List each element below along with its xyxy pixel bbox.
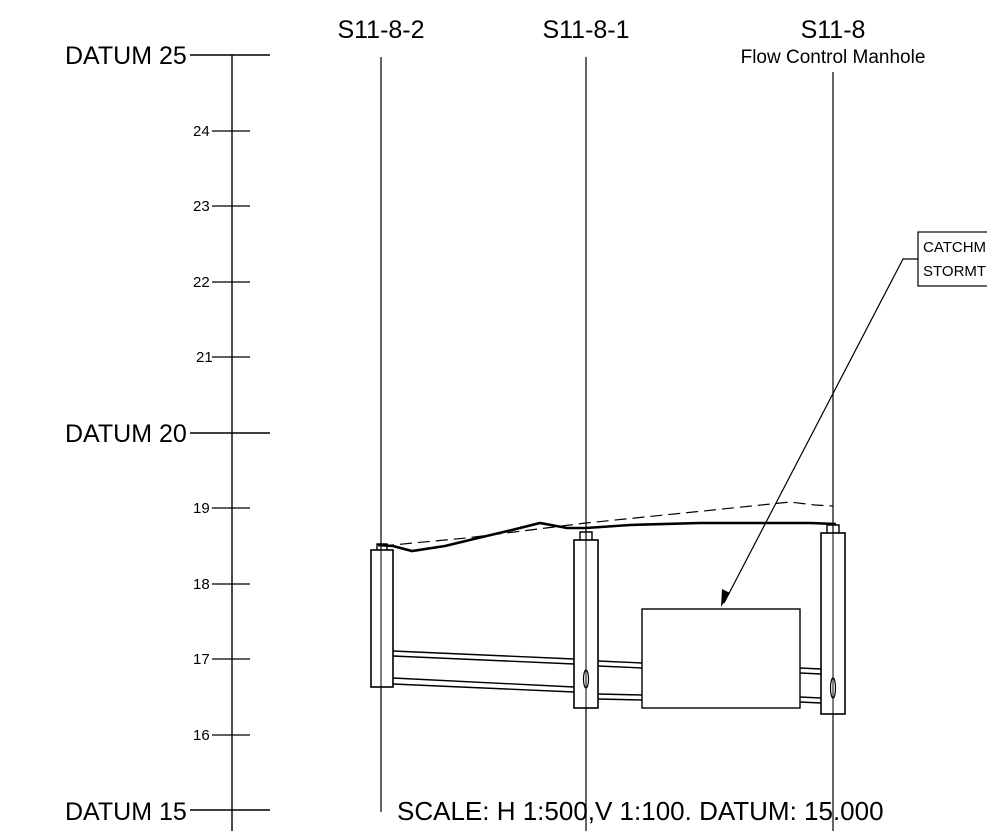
manhole-label-s11-8-2: S11-8-2 — [337, 16, 424, 44]
pipe-c-top-inner — [799, 672, 822, 675]
finished-ground-line — [377, 521, 837, 553]
pipes — [392, 650, 822, 704]
manhole-subtitle-s11-8: Flow Control Manhole — [741, 47, 926, 68]
storage-tank-box — [641, 608, 801, 709]
manhole-s11-8 — [820, 524, 846, 715]
datum-20-label: DATUM 20 — [65, 420, 187, 448]
datum-15-label: DATUM 15 — [65, 798, 187, 826]
tick-label-16: 16 — [193, 727, 210, 744]
pipe-a-top — [392, 650, 575, 660]
callout-arrowhead — [721, 589, 730, 607]
manhole-s11-8-1 — [573, 531, 599, 709]
pipe-opening-s11-8 — [829, 677, 837, 699]
tick-label-19: 19 — [193, 500, 210, 517]
pipe-c-top — [799, 667, 822, 670]
tick-label-22: 22 — [193, 274, 210, 291]
pipe-opening-s11-8-1 — [582, 669, 590, 689]
tick-label-21: 21 — [196, 349, 213, 366]
datum-25-label: DATUM 25 — [65, 42, 187, 70]
pipe-b-top-inner — [597, 665, 643, 669]
elevation-scale — [190, 54, 270, 831]
pipe-b-bottom — [597, 693, 643, 696]
pipe-c-bottom-inner — [799, 701, 822, 704]
pipe-c-bottom — [799, 696, 822, 699]
pipe-a-bottom-inner — [392, 683, 575, 693]
tick-label-18: 18 — [193, 576, 210, 593]
tick-label-24: 24 — [193, 123, 210, 140]
pipe-a-top-inner — [392, 655, 575, 665]
existing-ground-line — [381, 501, 834, 547]
callout-leader — [723, 258, 918, 604]
manhole-label-s11-8-1: S11-8-1 — [542, 16, 629, 44]
pipe-a-bottom — [392, 677, 575, 688]
manhole-s11-8-2 — [370, 543, 394, 688]
scale-note: SCALE: H 1:500,V 1:100. DATUM: 15.000 — [397, 796, 884, 826]
tick-label-23: 23 — [193, 198, 210, 215]
callout-line-2: STORMT — [923, 263, 986, 280]
pipe-b-bottom-inner — [597, 698, 643, 701]
manhole-label-s11-8: S11-8 — [801, 16, 866, 44]
pipe-b-top — [597, 660, 643, 664]
callout-line-1: CATCHM — [923, 239, 986, 256]
tick-label-17: 17 — [193, 651, 210, 668]
